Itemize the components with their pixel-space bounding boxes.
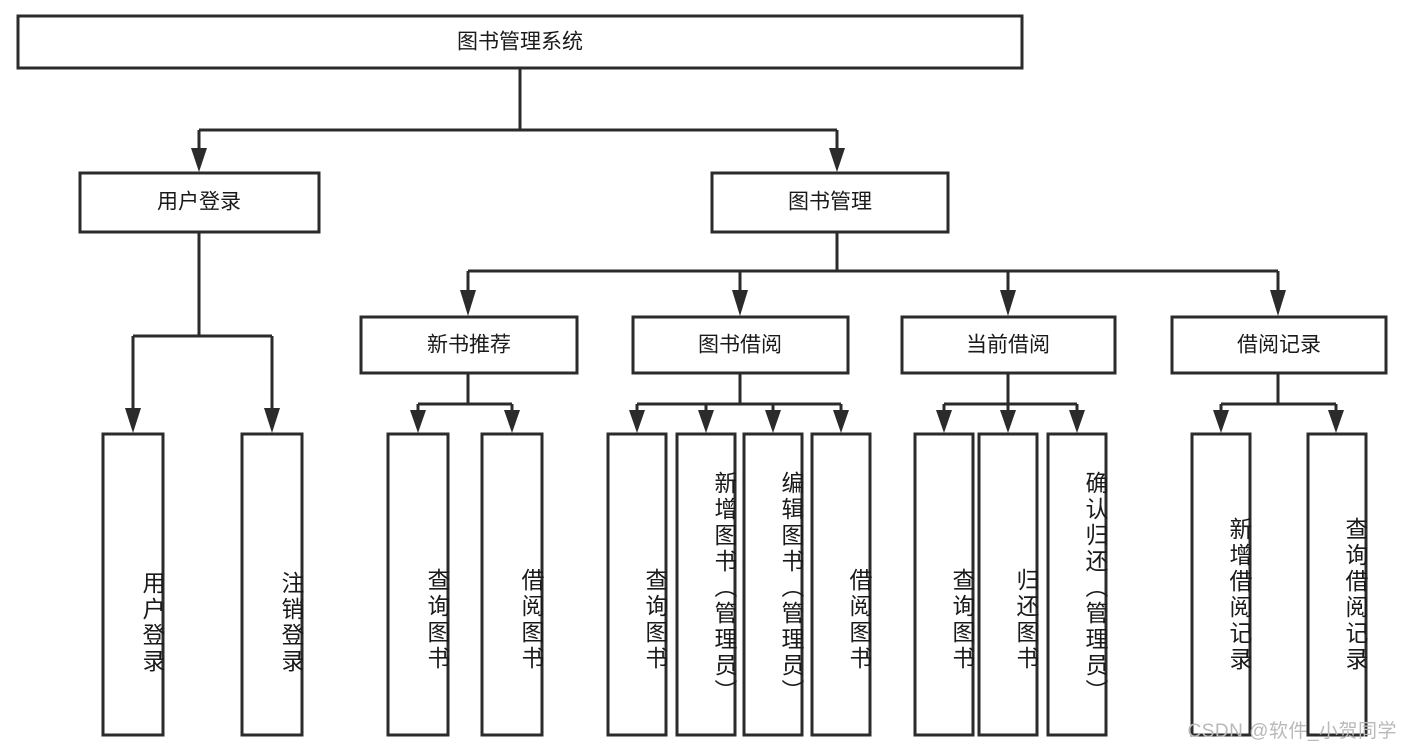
leaf-box-borrow-3[interactable] (742, 432, 804, 737)
node-book-manage-box[interactable] (710, 171, 950, 234)
leaf-box-recommend-1[interactable] (386, 432, 450, 737)
node-current-borrow-box[interactable] (900, 315, 1117, 375)
arrowhead-book-manage-c2 (732, 290, 748, 316)
node-root[interactable]: 图书管理系统 (16, 14, 1024, 70)
arrowhead-book-manage-c1 (460, 290, 476, 316)
arrowhead-record-l1 (1213, 410, 1229, 433)
leaf-box-borrow-4[interactable] (810, 432, 872, 737)
node-book-manage-label: 图书管理 (788, 191, 872, 214)
node-new-book-recommend-box[interactable] (359, 315, 579, 375)
node-book-borrow[interactable]: 图书借阅 (631, 315, 850, 375)
arrowhead-borrow-l3 (765, 410, 781, 433)
node-user-login[interactable]: 用户登录 (78, 171, 321, 234)
arrowhead-recommend-l2 (504, 410, 520, 433)
arrowhead-current-l2 (1000, 410, 1016, 433)
arrowhead-book-manage-c3 (1000, 290, 1016, 316)
leaf-box-user-login-1[interactable] (101, 432, 165, 737)
leaf-box-record-1[interactable] (1190, 432, 1252, 737)
arrowhead-current-l1 (936, 410, 952, 433)
leaf-box-borrow-2[interactable] (675, 432, 737, 737)
node-new-book-recommend[interactable]: 新书推荐 (359, 315, 579, 375)
arrowhead-record-l2 (1328, 410, 1344, 433)
node-book-manage[interactable]: 图书管理 (710, 171, 950, 234)
connector-layer (125, 68, 1344, 433)
leaf-box-current-3[interactable] (1046, 432, 1108, 737)
arrowhead-borrow-l1 (629, 410, 645, 433)
arrowhead-user-login-l2 (264, 408, 280, 433)
node-book-borrow-box[interactable] (631, 315, 850, 375)
arrowhead-user-login-l1 (125, 408, 141, 433)
node-new-book-recommend-label: 新书推荐 (427, 334, 511, 357)
node-book-borrow-label: 图书借阅 (698, 334, 782, 357)
arrowhead-root-to-user-login (191, 148, 207, 172)
arrowhead-book-manage-c4 (1270, 290, 1286, 316)
arrowhead-borrow-l2 (698, 410, 714, 433)
leaf-box-user-login-2[interactable] (240, 432, 304, 737)
leaf-box-layer (101, 432, 1368, 737)
node-current-borrow[interactable]: 当前借阅 (900, 315, 1117, 375)
arrowhead-current-l3 (1069, 410, 1085, 433)
arrowhead-root-to-book-manage (829, 148, 845, 172)
arrowhead-borrow-l4 (833, 410, 849, 433)
node-borrow-record-label: 借阅记录 (1237, 334, 1321, 357)
node-user-login-label: 用户登录 (157, 191, 241, 214)
leaf-box-borrow-1[interactable] (606, 432, 668, 737)
node-borrow-record[interactable]: 借阅记录 (1170, 315, 1388, 375)
node-root-box[interactable] (16, 14, 1024, 70)
leaf-box-recommend-2[interactable] (480, 432, 544, 737)
csdn-watermark: CSDN @软件_小贺同学 (1187, 721, 1397, 742)
leaf-box-record-2[interactable] (1306, 432, 1368, 737)
node-root-label: 图书管理系统 (457, 31, 583, 54)
node-user-login-box[interactable] (78, 171, 321, 234)
arrowhead-recommend-l1 (410, 410, 426, 433)
node-borrow-record-box[interactable] (1170, 315, 1388, 375)
leaf-box-current-2[interactable] (977, 432, 1039, 737)
leaf-box-current-1[interactable] (913, 432, 975, 737)
node-current-borrow-label: 当前借阅 (966, 334, 1050, 357)
